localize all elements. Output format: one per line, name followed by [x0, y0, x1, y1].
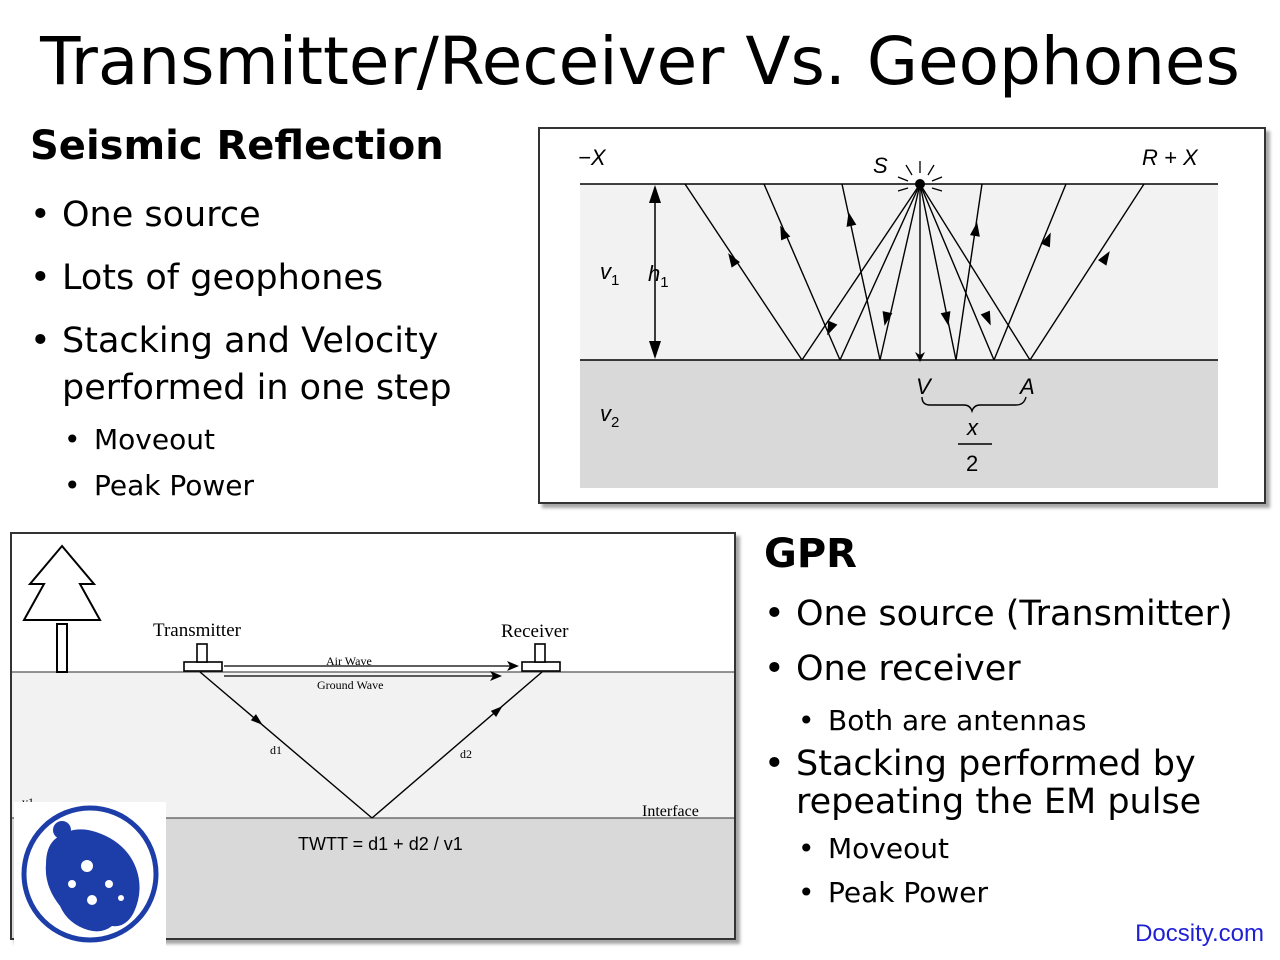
seismic-sub-bullet-peak-power: Peak Power [30, 466, 500, 506]
slide-title: Transmitter/Receiver Vs. Geophones [40, 23, 1240, 100]
seismic-heading: Seismic Reflection [30, 123, 444, 169]
docsity-footer-link[interactable]: Docsity.com [1135, 920, 1264, 947]
d2-ray-path [371, 671, 543, 819]
h1-arrow-head-up [649, 185, 661, 203]
gpr-sub-bullet-peak-power: Peak Power [764, 873, 1264, 913]
h1-arrow-head-down [649, 341, 661, 359]
d1-ray-path [199, 671, 373, 819]
ray-arrowheads [728, 212, 1110, 336]
receiver-label: Receiver [501, 621, 569, 642]
seismic-bullet-geophones: Lots of geophones [30, 255, 500, 302]
gpr-heading: GPR [764, 531, 857, 577]
gpr-sub-bullet-antennas: Both are antennas [764, 701, 1264, 741]
air-wave-label: Air Wave [326, 654, 372, 668]
ground-wave-label: Ground Wave [317, 678, 383, 692]
lower-layer-v2 [580, 360, 1218, 488]
label-minus-x: −X [578, 145, 607, 170]
label-r-plus-x: R + X [1142, 145, 1199, 170]
gpr-upper-layer [12, 672, 734, 818]
transmitter-antenna-icon [183, 661, 223, 672]
label-fraction-denominator: 2 [966, 451, 978, 476]
docsity-logo [14, 802, 166, 948]
transmitter-mast [196, 643, 208, 663]
twtt-equation: TWTT = d1 + d2 / v1 [298, 834, 463, 854]
seismic-bullet-one-source: One source [30, 192, 500, 239]
gpr-sub-bullet-moveout: Moveout [764, 829, 1264, 869]
d1-label: d1 [270, 743, 282, 757]
transmitter-label: Transmitter [153, 620, 242, 641]
d2-label: d2 [460, 747, 472, 761]
label-a-point: A [1018, 374, 1035, 399]
tree-icon [22, 544, 102, 673]
x-half-brace [921, 396, 1027, 414]
label-h1: h1 [648, 261, 669, 291]
label-source-s: S [873, 153, 888, 178]
receiver-mast [534, 643, 546, 663]
gpr-bullet-stacking: Stacking performed by repeating the EM p… [764, 745, 1264, 821]
seismic-sub-bullet-moveout: Moveout [30, 420, 500, 460]
ray-paths [684, 183, 1145, 362]
receiver-antenna-icon [521, 661, 561, 672]
label-fraction-numerator: x [966, 415, 979, 440]
gpr-diagram: Transmitter Receiver Air Wave Ground Wav… [10, 532, 736, 940]
seismic-reflection-diagram: −X S R + X v1 h1 v2 V A x 2 [538, 127, 1266, 504]
d1-arrowhead [250, 714, 263, 725]
label-v2: v2 [600, 401, 619, 431]
interface-label: Interface [642, 803, 699, 820]
label-v-point: V [916, 374, 933, 399]
gpr-bullet-one-receiver: One receiver [764, 646, 1264, 693]
gpr-bullet-one-source: One source (Transmitter) [764, 591, 1264, 638]
source-point [915, 179, 925, 189]
seismic-bullet-list: One source Lots of geophones Stacking an… [30, 192, 500, 512]
source-burst-rays [897, 161, 943, 192]
seismic-bullet-stacking: Stacking and Velocity performed in one s… [30, 318, 500, 412]
d2-arrowhead [490, 706, 503, 717]
upper-layer-v1 [580, 184, 1218, 360]
label-v1: v1 [600, 259, 619, 289]
gpr-bullet-list: One source (Transmitter) One receiver Bo… [764, 591, 1264, 917]
